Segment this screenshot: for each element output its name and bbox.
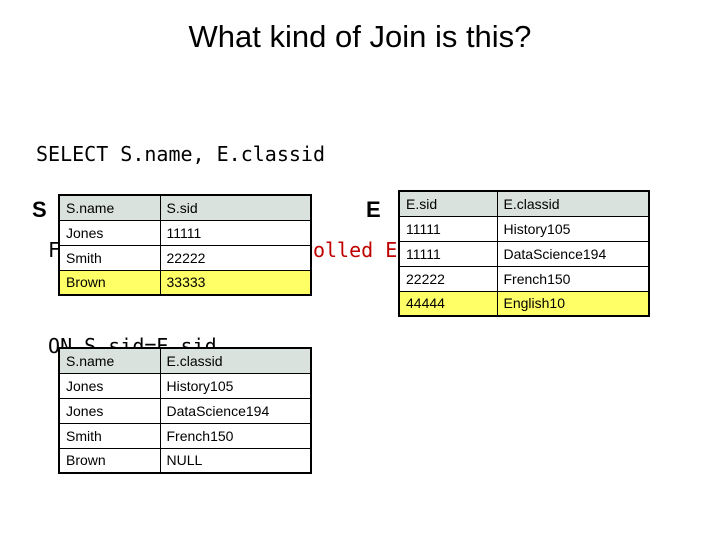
table-row: Jones 11111 — [58, 219, 312, 246]
table-cell: 22222 — [398, 265, 498, 292]
table-row-highlighted: Brown 33333 — [58, 269, 312, 296]
table-cell: French150 — [496, 265, 650, 292]
enrolled-table: E.sid E.classid 11111 History105 11111 D… — [398, 190, 650, 317]
table-cell: 11111 — [398, 215, 498, 242]
students-table: S.name S.sid Jones 11111 Smith 22222 Bro… — [58, 194, 312, 296]
table-cell: 44444 — [398, 290, 498, 317]
sql-line-select: SELECT S.name, E.classid — [36, 138, 397, 170]
table-row: Smith 22222 — [58, 244, 312, 271]
column-header: S.name — [58, 194, 161, 221]
column-header: E.classid — [159, 347, 312, 374]
table-row: Jones History105 — [58, 372, 312, 399]
table-row: 11111 DataScience194 — [398, 240, 650, 267]
table-cell: 11111 — [159, 219, 312, 246]
column-header: S.sid — [159, 194, 312, 221]
table-cell: 11111 — [398, 240, 498, 267]
column-header: E.classid — [496, 190, 650, 217]
table-header-row: S.name E.classid — [58, 347, 312, 374]
table-row-highlighted: 44444 English10 — [398, 290, 650, 317]
table-cell: Brown — [58, 269, 161, 296]
table-cell: Jones — [58, 372, 161, 399]
table-cell: English10 — [496, 290, 650, 317]
table-cell: French150 — [159, 422, 312, 449]
table-cell: History105 — [496, 215, 650, 242]
column-header: E.sid — [398, 190, 498, 217]
column-header: S.name — [58, 347, 161, 374]
students-table-label: S — [32, 197, 47, 222]
table-cell: History105 — [159, 372, 312, 399]
table-cell: Smith — [58, 422, 161, 449]
page-title: What kind of Join is this? — [188, 19, 532, 54]
table-header-row: E.sid E.classid — [398, 190, 650, 217]
sql-select-text: SELECT S.name, E.classid — [36, 142, 325, 166]
table-cell: DataScience194 — [496, 240, 650, 267]
table-row: 11111 History105 — [398, 215, 650, 242]
table-cell: NULL — [159, 447, 312, 474]
table-cell: 33333 — [159, 269, 312, 296]
table-cell: Jones — [58, 397, 161, 424]
table-header-row: S.name S.sid — [58, 194, 312, 221]
table-cell: 22222 — [159, 244, 312, 271]
result-table: S.name E.classid Jones History105 Jones … — [58, 347, 312, 474]
table-row: 22222 French150 — [398, 265, 650, 292]
enrolled-table-label: E — [366, 197, 381, 222]
table-row: Smith French150 — [58, 422, 312, 449]
table-cell: Brown — [58, 447, 161, 474]
table-cell: Smith — [58, 244, 161, 271]
table-row: Brown NULL — [58, 447, 312, 474]
table-row: Jones DataScience194 — [58, 397, 312, 424]
table-cell: DataScience194 — [159, 397, 312, 424]
table-cell: Jones — [58, 219, 161, 246]
